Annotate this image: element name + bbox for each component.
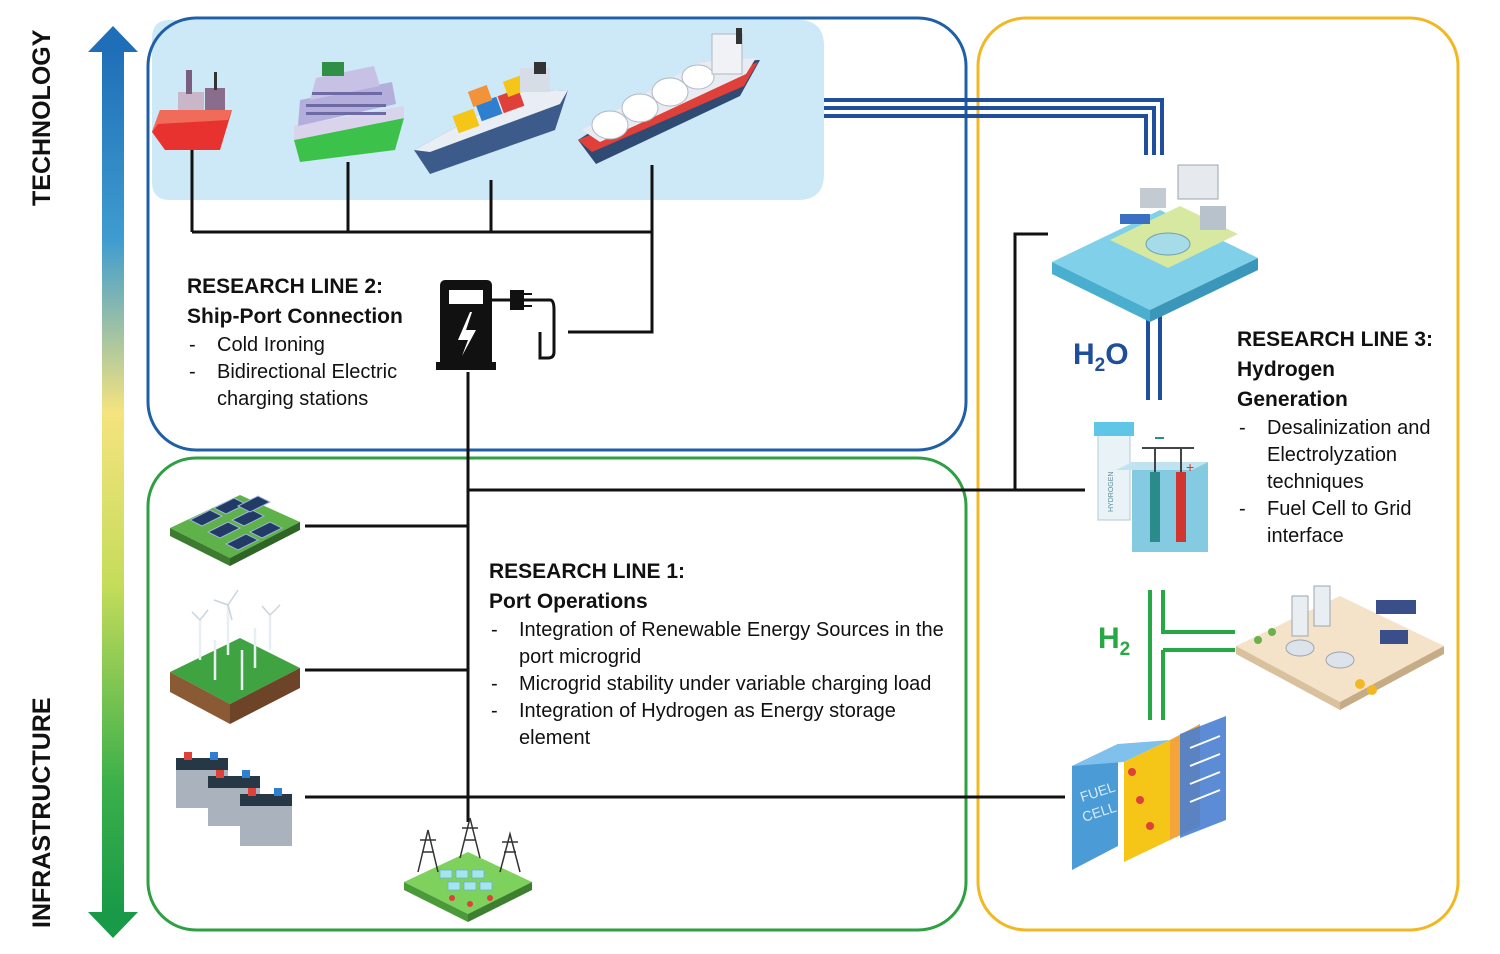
svg-text:+: +: [1186, 459, 1194, 475]
desalination-plant-icon: [1052, 164, 1258, 322]
water-label-base: H: [1073, 338, 1095, 371]
charging-station-icon: [436, 280, 556, 370]
list-item: Microgrid stability under variable charg…: [489, 671, 959, 698]
ship-connection-bus: [190, 150, 654, 334]
water-pipeline: [824, 98, 1164, 400]
list-item: Fuel Cell to Grid interface: [1237, 496, 1442, 550]
research-line-1-list: Integration of Renewable Energy Sources …: [489, 617, 959, 752]
fuel-cell-icon: FUEL CELL: [1072, 716, 1226, 870]
electrolyzer-label: HYDROGEN: [1108, 472, 1115, 512]
battery-bank-icon: [176, 752, 292, 846]
substation-icon: [404, 817, 532, 922]
research-line-2-box: [146, 16, 968, 452]
container-ship-icon: [414, 62, 568, 174]
list-item: Integration of Hydrogen as Energy storag…: [489, 698, 919, 752]
list-item: Integration of Renewable Energy Sources …: [489, 617, 959, 671]
research-line-3-box: [976, 16, 1460, 932]
axis-label-technology: TECHNOLOGY: [28, 29, 56, 206]
hydrogen-label-base: H: [1098, 622, 1120, 655]
research-line-2-text: RESEARCH LINE 2: Ship-Port Connection Co…: [187, 272, 447, 413]
technology-infrastructure-axis-arrow: [88, 26, 138, 938]
research-line-3-text: RESEARCH LINE 3: Hydrogen Generation Des…: [1237, 325, 1452, 550]
wind-farm-icon: [170, 589, 300, 724]
research-line-2-title: Ship-Port Connection: [187, 305, 403, 328]
hydrogen-storage-facility-icon: [1236, 585, 1444, 710]
water-label-tail: O: [1105, 338, 1129, 371]
research-line-1-box: [146, 456, 968, 932]
electrolyzer-icon: + HYDROGEN: [1094, 422, 1208, 552]
hydrogen-label-subscript: 2: [1119, 639, 1131, 660]
research-line-2-heading: RESEARCH LINE 2:: [187, 275, 384, 298]
research-line-2-list: Cold Ironing Bidirectional Electric char…: [187, 332, 447, 413]
hydrogen-pipeline: [1148, 590, 1235, 720]
hydrogen-label: H2: [1098, 622, 1130, 661]
list-item: Cold Ironing: [187, 332, 447, 359]
research-line-1-heading: RESEARCH LINE 1:: [489, 560, 686, 583]
research-line-1-title: Port Operations: [489, 590, 648, 613]
list-item: Desalinization and Electrolyzation techn…: [1237, 415, 1442, 496]
research-line-1-text: RESEARCH LINE 1: Port Operations Integra…: [489, 557, 959, 752]
research-line-3-heading: RESEARCH LINE 3:: [1237, 328, 1434, 351]
research-line-3-title-line1: Hydrogen: [1237, 358, 1336, 381]
axis-label-infrastructure: INFRASTRUCTURE: [28, 697, 56, 928]
port-microgrid-bus: [305, 232, 1085, 822]
water-label-subscript: 2: [1094, 355, 1106, 376]
tugboat-icon: [152, 70, 232, 150]
water-label: H2O: [1073, 338, 1129, 377]
list-item: Bidirectional Electric charging stations: [187, 359, 417, 413]
cruise-ship-icon: [294, 62, 404, 162]
solar-farm-icon: [170, 495, 300, 566]
research-line-3-title-line2: Generation: [1237, 388, 1348, 411]
research-line-3-list: Desalinization and Electrolyzation techn…: [1237, 415, 1452, 550]
lng-carrier-icon: [578, 28, 760, 164]
